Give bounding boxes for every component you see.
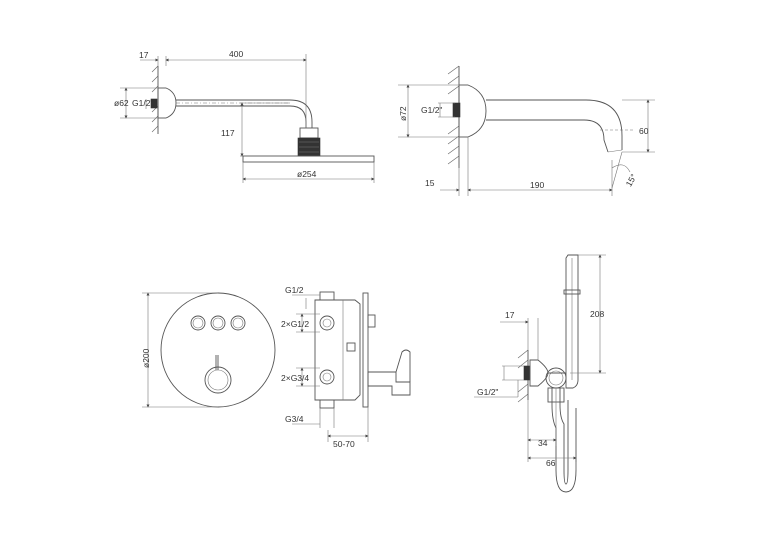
dim-depth: 50-70 [333,439,355,449]
spout-body [486,99,623,150]
thread-marker [452,102,461,118]
dim-outlets-three-quarter: 2×G3/4 [281,373,309,383]
dim-flange-62: ø62 [114,98,129,108]
dim-length-190: 190 [530,180,544,190]
dim-wall-17: 17 [139,50,149,60]
dim-thread-g12: G1/2" [421,105,442,115]
dim-top-port: G1/2 [285,285,304,295]
wall-spout-view: ø72 G1/2" 60 15° 15 190 [398,65,655,196]
thread-marker [150,98,158,109]
dim-thread-g12: G1/2" [477,387,498,397]
shower-arm [176,99,313,128]
dim-flange-72: ø72 [398,106,408,121]
shower-arm-flange [157,87,177,119]
hand-shower-view: 17 208 G1/2" 34 66 [474,254,606,493]
lever [367,371,411,396]
dim-height-60: 60 [639,126,649,136]
wall-outlet [529,359,549,387]
handset [565,254,579,389]
dim-wall-17: 17 [505,310,515,320]
dim-angle-15: 15° [624,172,639,188]
dim-head-254: ø254 [297,169,317,179]
thermostat-knob [204,355,232,394]
shower-head [242,155,375,163]
dim-drop-117: 117 [221,128,235,138]
spout-flange [458,84,487,138]
valve-body [314,299,361,401]
mixer-panel-view: ø200 [141,292,276,408]
dim-bottom-port: G3/4 [285,414,304,424]
dim-wall-15: 15 [425,178,435,188]
dim-outlets-half: 2×G1/2 [281,319,309,329]
overhead-shower-view: 17 400 ø62 G1/2" 117 ø254 [114,49,375,183]
dim-outlet-34: 34 [538,438,548,448]
push-buttons [190,315,246,331]
dim-arm-length: 400 [229,49,243,59]
wall-plate [362,292,369,408]
thread-marker [523,365,531,381]
concealed-body-view: G1/2 2×G1/2 2×G3/4 G3/4 50-70 [281,285,411,449]
dim-height-208: 208 [590,309,604,319]
dim-panel-200: ø200 [141,348,151,368]
ball-joint [299,127,319,139]
dim-total-66: 66 [546,458,556,468]
dim-thread-g12: G1/2" [132,98,153,108]
